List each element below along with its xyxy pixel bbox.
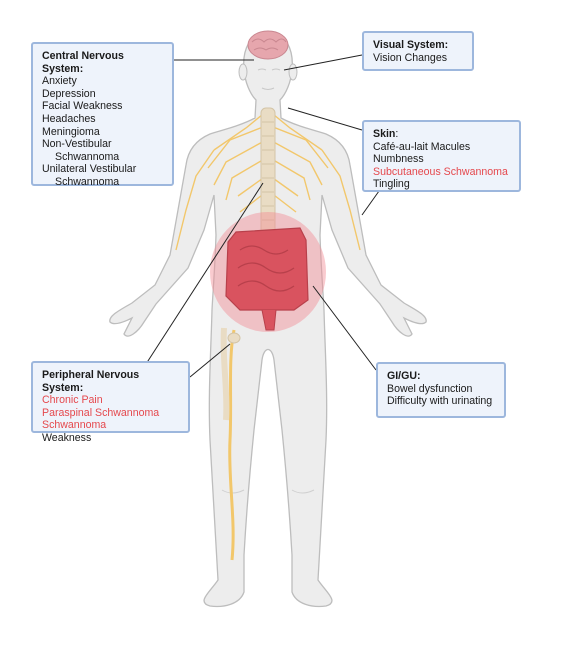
- skin-item-subcutaneous-schwannoma: Subcutaneous Schwannoma: [373, 165, 508, 178]
- cns-item-headaches: Headaches: [42, 112, 96, 125]
- cns-item-non-vestibular: Non-Vestibular: [42, 138, 112, 151]
- skin-item-tingling: Tingling: [373, 178, 410, 191]
- nerve-network: [175, 109, 361, 251]
- skin-title-suffix: :: [395, 128, 399, 140]
- cns-item-unilateral-vestibular-schwannoma: Schwannoma: [55, 175, 120, 188]
- visual-item-vision-changes: Vision Changes: [373, 51, 448, 64]
- cns-item-anxiety: Anxiety: [42, 75, 77, 88]
- pns-item-schwannoma: Schwannoma: [42, 419, 107, 432]
- skin-title: Skin: [373, 128, 396, 140]
- skin-box: Skin: Café-au-lait Macules Numbness Subc…: [362, 120, 521, 192]
- spinal-cord-icon: [260, 107, 276, 239]
- gigu-item-bowel-dysfunction: Bowel dysfunction: [387, 382, 473, 395]
- gigu-item-difficulty-urinating: Difficulty with urinating: [387, 395, 493, 408]
- leg-nerve-icon: [220, 327, 241, 561]
- cns-item-facial-weakness: Facial Weakness: [42, 100, 123, 113]
- cns-title: Central Nervous System:: [42, 50, 124, 75]
- skin-item-cafe-au-lait: Café-au-lait Macules: [373, 140, 471, 153]
- gigu-title: GI/GU:: [387, 370, 421, 382]
- visual-box: Visual System: Vision Changes: [362, 31, 474, 71]
- gigu-box: GI/GU: Bowel dysfunction Difficulty with…: [376, 362, 506, 418]
- brain-icon: [247, 30, 289, 60]
- pns-item-paraspinal-schwannoma: Paraspinal Schwannoma: [42, 406, 160, 419]
- intestine-icon: [210, 212, 326, 332]
- pns-item-weakness: Weakness: [42, 431, 92, 444]
- pns-box: Peripheral Nervous System: Chronic Pain …: [31, 361, 190, 444]
- pns-title: Peripheral Nervous System:: [42, 369, 140, 394]
- cns-item-depression: Depression: [42, 87, 96, 100]
- cns-item-non-vestibular-schwannoma: Schwannoma: [55, 150, 120, 163]
- cns-box: Central Nervous System: Anxiety Depressi…: [31, 42, 174, 188]
- cns-item-unilateral-vestibular: Unilateral Vestibular: [42, 163, 137, 176]
- cns-item-meningioma: Meningioma: [42, 125, 100, 138]
- skin-heading: Skin:: [373, 128, 511, 141]
- visual-title: Visual System:: [373, 39, 449, 51]
- skin-item-numbness: Numbness: [373, 153, 424, 166]
- pns-item-chronic-pain: Chronic Pain: [42, 394, 103, 407]
